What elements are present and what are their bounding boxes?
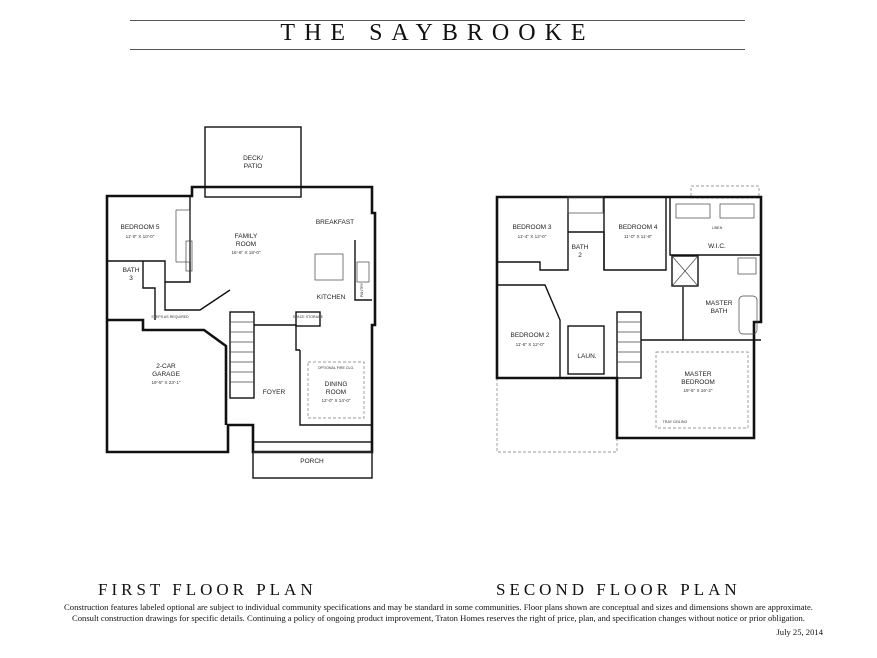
- kitchen-counter: [354, 240, 372, 301]
- master-bedroom-label: MASTER: [684, 371, 711, 378]
- first-floor-label: FIRST FLOOR PLAN: [98, 580, 317, 599]
- garage-label: 2-CAR: [156, 363, 176, 370]
- dining-ceiling-outline: [307, 361, 365, 419]
- master-bedroom-dim: 19'-5" X 16'-2": [683, 388, 712, 393]
- family-room-dim: 16'-6" X 18'-0": [231, 250, 260, 255]
- first-floor-exterior: [105, 185, 377, 454]
- family-room-label: FAMILY: [235, 233, 258, 240]
- master-tub: [738, 295, 758, 335]
- porch-outline: [252, 441, 373, 479]
- laundry-label: LAUN.: [577, 353, 596, 360]
- bedroom4-wall: [603, 197, 667, 271]
- bedroom3-label: BEDROOM 3: [512, 224, 551, 231]
- dining-room-dim: 12'-0" X 14'-0": [321, 398, 350, 403]
- bedroom2-label: BEDROOM 2: [510, 332, 549, 339]
- master-bedroom-label-2: BEDROOM: [681, 379, 715, 386]
- kitchen-sink: [356, 261, 370, 283]
- second-floor-plan: BEDROOM 3 11'-4" X 12'-0" BATH 2 BEDROOM…: [495, 185, 763, 453]
- wic-wall: [669, 197, 761, 256]
- stair-first-floor: [229, 311, 255, 399]
- porch-label: PORCH: [300, 458, 324, 465]
- master-shower: [737, 257, 757, 275]
- family-room-fireplace: [185, 240, 193, 272]
- hall-wall: [164, 282, 231, 311]
- dining-room-label-2: ROOM: [326, 389, 346, 396]
- bedroom5-label: BEDROOM 5: [120, 224, 159, 231]
- master-bath-label: MASTER: [705, 300, 732, 307]
- bedroom4-label: BEDROOM 4: [618, 224, 657, 231]
- pantry-label: PANTRY: [360, 282, 364, 297]
- second-floor-exterior: [495, 195, 763, 440]
- title-rule-bottom: [130, 49, 745, 50]
- optional-fireplace-label: OPTIONAL FIRE CLG.: [318, 366, 355, 370]
- dining-wall: [299, 350, 372, 426]
- linen-label: LINEN: [712, 226, 723, 230]
- steps-label: STEPS AS REQUIRED: [151, 315, 189, 319]
- open-to-below-outline: [496, 377, 618, 453]
- laundry-room: [567, 325, 605, 375]
- bedroom5-closet: [175, 209, 191, 263]
- bath3-label: BATH: [123, 267, 140, 274]
- bedroom4-dim: 11'-0" X 11'-8": [624, 234, 653, 239]
- plan-date: July 25, 2014: [776, 627, 823, 637]
- title-rule-top: [130, 20, 745, 21]
- bedroom3-dim: 11'-4" X 12'-0": [518, 234, 547, 239]
- garage-dim: 19'-5" X 23'-1": [151, 380, 180, 385]
- stair-second-floor: [616, 311, 642, 379]
- tray-ceiling-label: TRAY CEILING: [663, 420, 688, 424]
- plan-title: THE SAYBROOKE: [280, 20, 595, 46]
- stair-treads-2: [617, 321, 641, 363]
- wic-shelf-right: [719, 203, 755, 219]
- kitchen-label: KITCHEN: [317, 294, 346, 301]
- dining-room-label: DINING: [325, 381, 348, 388]
- bath3-number: 3: [129, 275, 133, 282]
- breakfast-label: BREAKFAST: [316, 219, 354, 226]
- bath2-label: BATH: [572, 244, 589, 251]
- kitchen-island: [314, 253, 344, 281]
- bedroom5-dim: 11'-0" X 10'-0": [126, 234, 155, 239]
- master-bath-label-2: BATH: [711, 308, 728, 315]
- foyer-wall: [254, 324, 300, 351]
- disclaimer: Construction features labeled optional a…: [30, 602, 847, 624]
- linen-closet: [671, 255, 699, 287]
- space-storage-label: SPACE STORAGE: [293, 315, 324, 319]
- space-storage: [295, 311, 321, 327]
- bedroom3-wall: [497, 197, 569, 271]
- garage-wall: [107, 318, 228, 425]
- second-floor-label: SECOND FLOOR PLAN: [496, 580, 741, 599]
- family-room-label-2: ROOM: [236, 241, 256, 248]
- deck-patio-outline: [204, 126, 302, 198]
- bedroom5-wall: [107, 196, 191, 283]
- disclaimer-line-1: Construction features labeled optional a…: [64, 602, 813, 612]
- first-floor-plan: DECK/ PATIO BEDROOM 5 11'-0" X 10'-0" FA…: [105, 126, 377, 479]
- bedroom2-dim: 11'-6" X 12'-0": [516, 342, 545, 347]
- linen-x-2: [671, 255, 699, 287]
- disclaimer-line-2: Consult construction drawings for specif…: [72, 613, 805, 623]
- wic-label: W.I.C.: [708, 243, 726, 250]
- bath2-number: 2: [578, 252, 582, 259]
- wic-shelf-left: [675, 203, 711, 219]
- garage-label-2: GARAGE: [152, 371, 180, 378]
- patio-label: PATIO: [244, 163, 263, 170]
- stair-treads: [230, 321, 254, 383]
- bedroom2-wall: [497, 284, 561, 378]
- tray-ceiling-outline: [655, 351, 749, 429]
- bath2-wall: [568, 231, 605, 270]
- bath2-tub: [567, 196, 604, 214]
- foyer-label: FOYER: [263, 389, 286, 396]
- deck-label: DECK/: [243, 155, 263, 162]
- bath3-wall: [142, 261, 156, 320]
